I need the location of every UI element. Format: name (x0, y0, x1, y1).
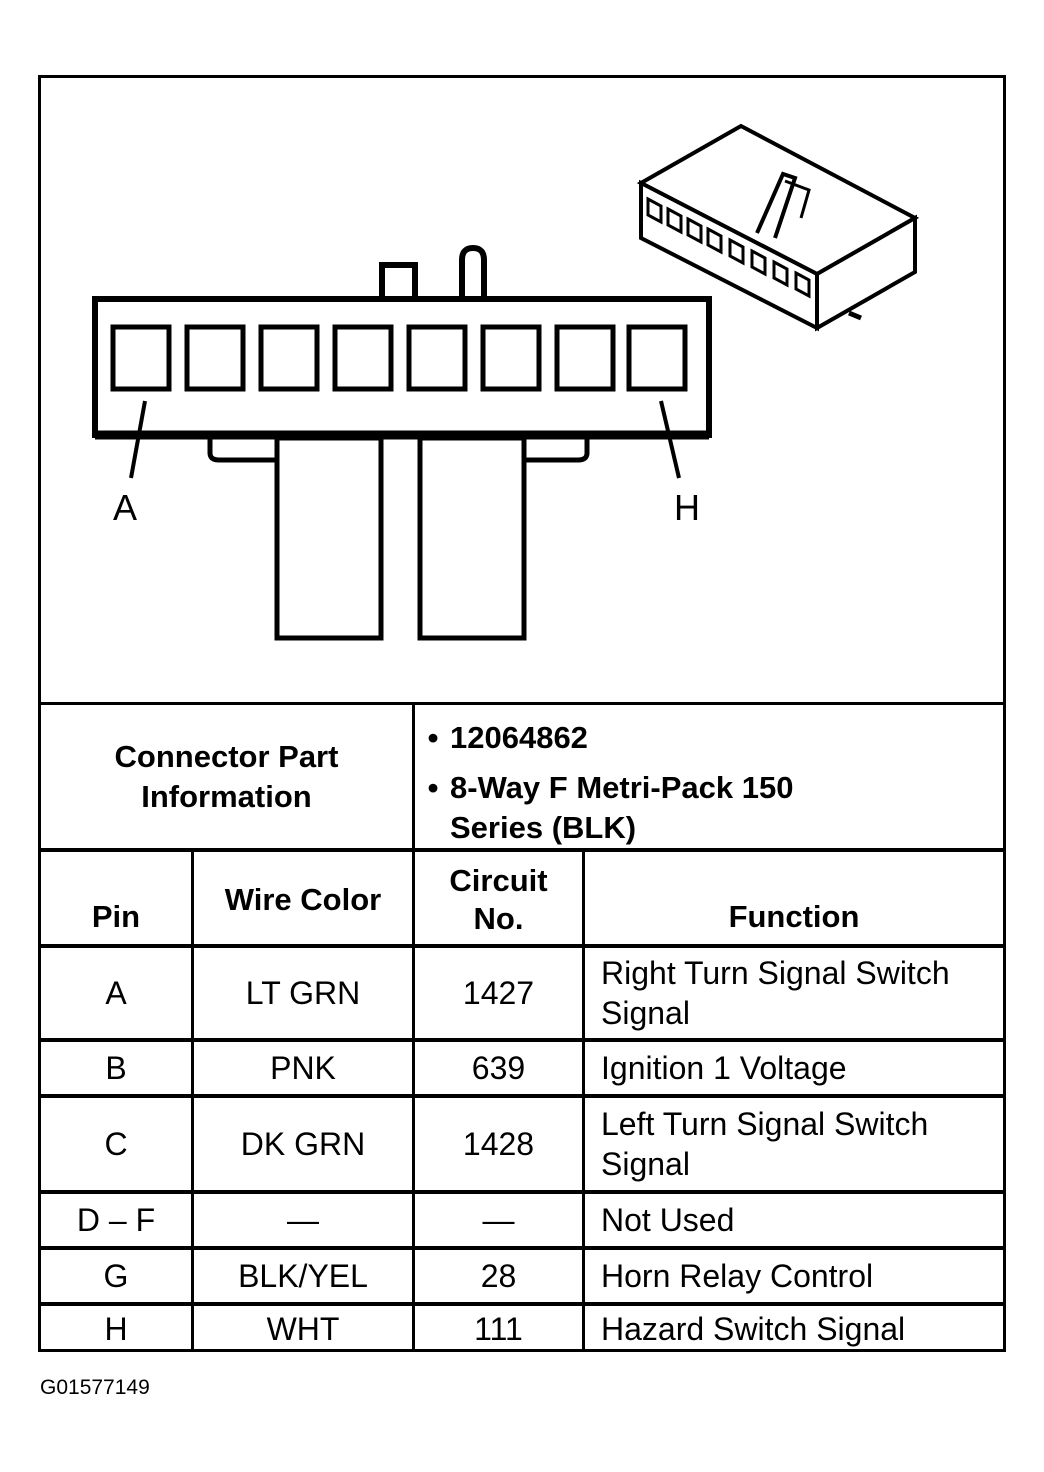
cell-wire-color: BLK/YEL (238, 1258, 368, 1294)
row-border (41, 1302, 1003, 1306)
cell-function: Hazard Switch Signal (601, 1311, 906, 1347)
cell-wire-color: — (287, 1202, 319, 1238)
diagram-separator (41, 702, 1003, 705)
cell-function: Horn Relay Control (601, 1258, 874, 1294)
iso-side-face (815, 214, 917, 332)
pin-label-h: H (674, 487, 700, 528)
cell-wire-color: DK GRN (240, 1126, 366, 1162)
column-divider (191, 852, 194, 1352)
cell-wire-color: PNK (270, 1050, 336, 1086)
cell-circuit-no: — (482, 1202, 515, 1238)
cavity-c (258, 324, 320, 392)
cavity-e (406, 324, 468, 392)
iso-latch (755, 171, 798, 239)
connector-description: 8-Way F Metri-Pack 150 Series (BLK) (450, 770, 794, 845)
iso-latch-arm (784, 179, 811, 219)
row-border (41, 1038, 1003, 1042)
row-border (41, 1246, 1003, 1250)
pin-h-leader (659, 400, 681, 479)
figure-id: G01577149 (40, 1376, 150, 1399)
column-divider (582, 852, 585, 1352)
header-pin: Pin (91, 899, 141, 934)
connector-cavities (110, 324, 688, 392)
wire-lead-left (274, 435, 384, 641)
cavity-d (332, 324, 394, 392)
cell-function: Right Turn Signal Switch Signal (601, 955, 950, 1031)
cell-pin: G (103, 1258, 129, 1294)
cavity-h (626, 324, 688, 392)
cavity-g (554, 324, 616, 392)
part-info-bottom-border (41, 848, 1003, 852)
cell-function: Ignition 1 Voltage (601, 1050, 847, 1086)
cavity-b (184, 324, 246, 392)
cell-wire-color: WHT (266, 1311, 340, 1347)
cell-pin: A (105, 975, 127, 1011)
header-wire-color: Wire Color (224, 882, 382, 917)
connector-lock-tab (379, 262, 418, 299)
cell-pin: H (104, 1311, 128, 1347)
cavity-f (480, 324, 542, 392)
header-function: Function (728, 899, 860, 934)
iso-cavities (646, 196, 811, 299)
row-border (41, 1094, 1003, 1098)
header-border (41, 944, 1003, 948)
iso-foot (848, 310, 862, 321)
connector-left-flange (207, 438, 277, 463)
cell-circuit-no: 28 (480, 1258, 517, 1294)
cell-pin: D – F (76, 1202, 156, 1238)
cell-function: Not Used (601, 1202, 735, 1238)
connector-isometric-view (636, 123, 920, 332)
part-info-divider (412, 705, 415, 848)
part-info-label: Connector Part Information (114, 738, 339, 814)
cell-function: Left Turn Signal Switch Signal (601, 1106, 929, 1182)
cell-circuit-no: 1427 (462, 975, 535, 1011)
part-info-item: • 8-Way F Metri-Pack 150 Series (BLK) (416, 768, 996, 848)
wire-lead-right (417, 435, 527, 641)
cell-circuit-no: 111 (474, 1311, 523, 1347)
cell-pin: C (104, 1126, 128, 1162)
header-circuit-no: Circuit No. (449, 863, 548, 936)
connector-body (92, 296, 712, 438)
connector-key-tab (459, 244, 487, 299)
part-number: 12064862 (450, 720, 588, 755)
pin-a-leader (129, 400, 147, 479)
cavity-a (110, 324, 172, 392)
cell-wire-color: LT GRN (245, 975, 361, 1011)
bullet-icon: • (427, 720, 439, 755)
cell-circuit-no: 639 (471, 1050, 526, 1086)
connector-right-flange (524, 438, 590, 463)
pin-label-a: A (113, 487, 137, 528)
column-divider (412, 852, 415, 1352)
row-border (41, 1190, 1003, 1194)
cell-circuit-no: 1428 (462, 1126, 535, 1162)
part-info-item: • 12064862 (416, 718, 996, 758)
part-info-list: • 12064862 • 8-Way F Metri-Pack 150 Seri… (416, 718, 996, 848)
bullet-icon: • (427, 770, 439, 805)
connector-diagram: A H (92, 123, 920, 641)
connector-info-frame: A H Connector Part Information (38, 75, 1006, 1352)
connector-face-view (92, 244, 712, 641)
cell-pin: B (105, 1050, 127, 1086)
